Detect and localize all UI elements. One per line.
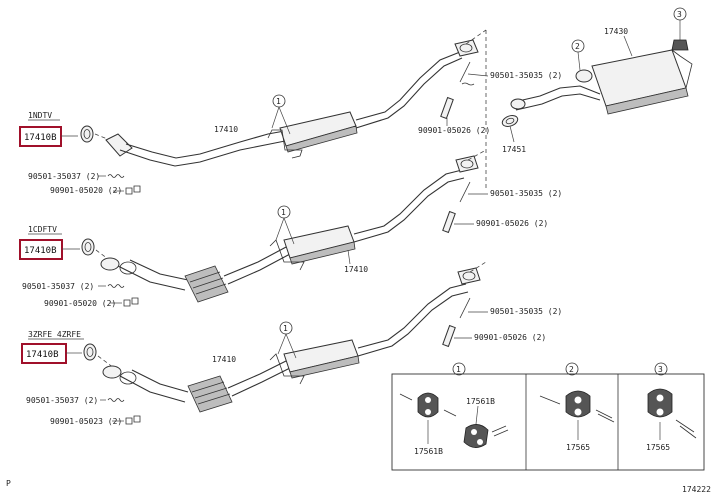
figure-number: 174222 xyxy=(682,485,711,494)
detail-hanger-2[interactable] xyxy=(565,390,591,418)
detail-callout-2 xyxy=(565,362,579,376)
bottom-gasket[interactable] xyxy=(83,343,97,361)
top-flange-nut-right[interactable]: 90901-05026 (2) xyxy=(418,126,490,135)
svg-text:3: 3 xyxy=(677,10,682,19)
middle-gasket[interactable] xyxy=(81,238,95,256)
top-gasket-right[interactable] xyxy=(501,114,519,129)
svg-text:2: 2 xyxy=(575,42,580,51)
svg-text:3: 3 xyxy=(658,365,663,374)
middle-pipe-label[interactable]: 17410 xyxy=(344,265,368,274)
middle-boxed-part[interactable]: 17410B xyxy=(24,246,57,256)
top-rear-pipe xyxy=(355,51,461,121)
top-boxed-part-frame xyxy=(19,126,62,147)
detail-part-3[interactable]: 17565 xyxy=(646,443,670,452)
middle-rear-pipe xyxy=(353,169,463,235)
detail-panel-frame xyxy=(391,373,705,471)
bottom-gasket-bolt[interactable]: 90501-35037 (2) xyxy=(26,396,98,405)
bottom-boxed-part[interactable]: 17410B xyxy=(26,350,59,360)
bottom-nut[interactable]: 90901-05023 (2) xyxy=(50,417,122,426)
detail-hanger-3[interactable] xyxy=(647,388,673,418)
top-front-pipe xyxy=(119,139,291,167)
middle-nut[interactable]: 90901-05020 (2) xyxy=(44,299,116,308)
top-rear-muffler-pipe xyxy=(513,85,601,103)
bottom-flange-bolt-right[interactable]: 90501-35035 (2) xyxy=(490,307,562,316)
middle-catalyst[interactable] xyxy=(184,265,229,303)
detail-rubber-hanger-b[interactable] xyxy=(463,424,489,448)
middle-boxed-part-frame xyxy=(19,239,63,260)
top-muffler-label[interactable]: 17430 xyxy=(604,27,628,36)
middle-engine-tag: 1CDFTV xyxy=(28,225,57,234)
top-gasket-right-label: 17451 xyxy=(502,145,526,154)
bottom-catalyst[interactable] xyxy=(187,375,233,413)
top-gasket[interactable] xyxy=(80,125,94,143)
top-engine-tag: 1NDTV xyxy=(28,111,52,120)
bottom-engine-tag: 3ZRFE 4ZRFE xyxy=(28,330,81,339)
detail-part-2[interactable]: 17565 xyxy=(566,443,590,452)
middle-flange-nut-right[interactable]: 90901-05026 (2) xyxy=(476,219,548,228)
svg-text:1: 1 xyxy=(276,97,281,106)
svg-text:1: 1 xyxy=(283,324,288,333)
bottom-boxed-part-frame xyxy=(21,343,67,364)
middle-flange-bolt-right[interactable]: 90501-35035 (2) xyxy=(490,189,562,198)
detail-callout-1 xyxy=(452,362,466,376)
bottom-assembly: 3ZRFE 4ZRFE 17410B 1 17410 90501-35037 (… xyxy=(21,261,562,426)
footer-left-mark: P xyxy=(6,479,11,488)
top-flange-bolt-right[interactable]: 90501-35035 (2) xyxy=(490,71,562,80)
detail-part-b[interactable]: 17561B xyxy=(466,397,495,406)
top-nut[interactable]: 90901-05020 (2) xyxy=(50,186,122,195)
detail-callout-3 xyxy=(654,362,668,376)
top-front-flange xyxy=(105,133,133,157)
detail-part-a[interactable]: 17561B xyxy=(414,447,443,456)
middle-gasket-bolt[interactable]: 90501-35037 (2) xyxy=(22,282,94,291)
detail-rubber-hanger-a[interactable] xyxy=(417,392,439,418)
bottom-pipe-label[interactable]: 17410 xyxy=(212,355,236,364)
top-gasket-bolt[interactable]: 90501-35037 (2) xyxy=(28,172,100,181)
top-boxed-part[interactable]: 17410B xyxy=(24,133,57,143)
bottom-flange-nut-right[interactable]: 90901-05026 (2) xyxy=(474,333,546,342)
detail-panel: 1 17561B 17561B 2 17565 3 17565 xyxy=(391,362,705,471)
middle-assembly: 1CDFTV 17410B 1 17410 xyxy=(19,149,562,308)
bottom-rear-pipe xyxy=(357,283,467,349)
svg-text:1: 1 xyxy=(456,365,461,374)
top-assembly: 1NDTV 17410B 1 174 xyxy=(19,7,693,195)
top-pipe-label[interactable]: 17410 xyxy=(214,125,238,134)
svg-text:2: 2 xyxy=(569,365,574,374)
svg-text:1: 1 xyxy=(281,208,286,217)
